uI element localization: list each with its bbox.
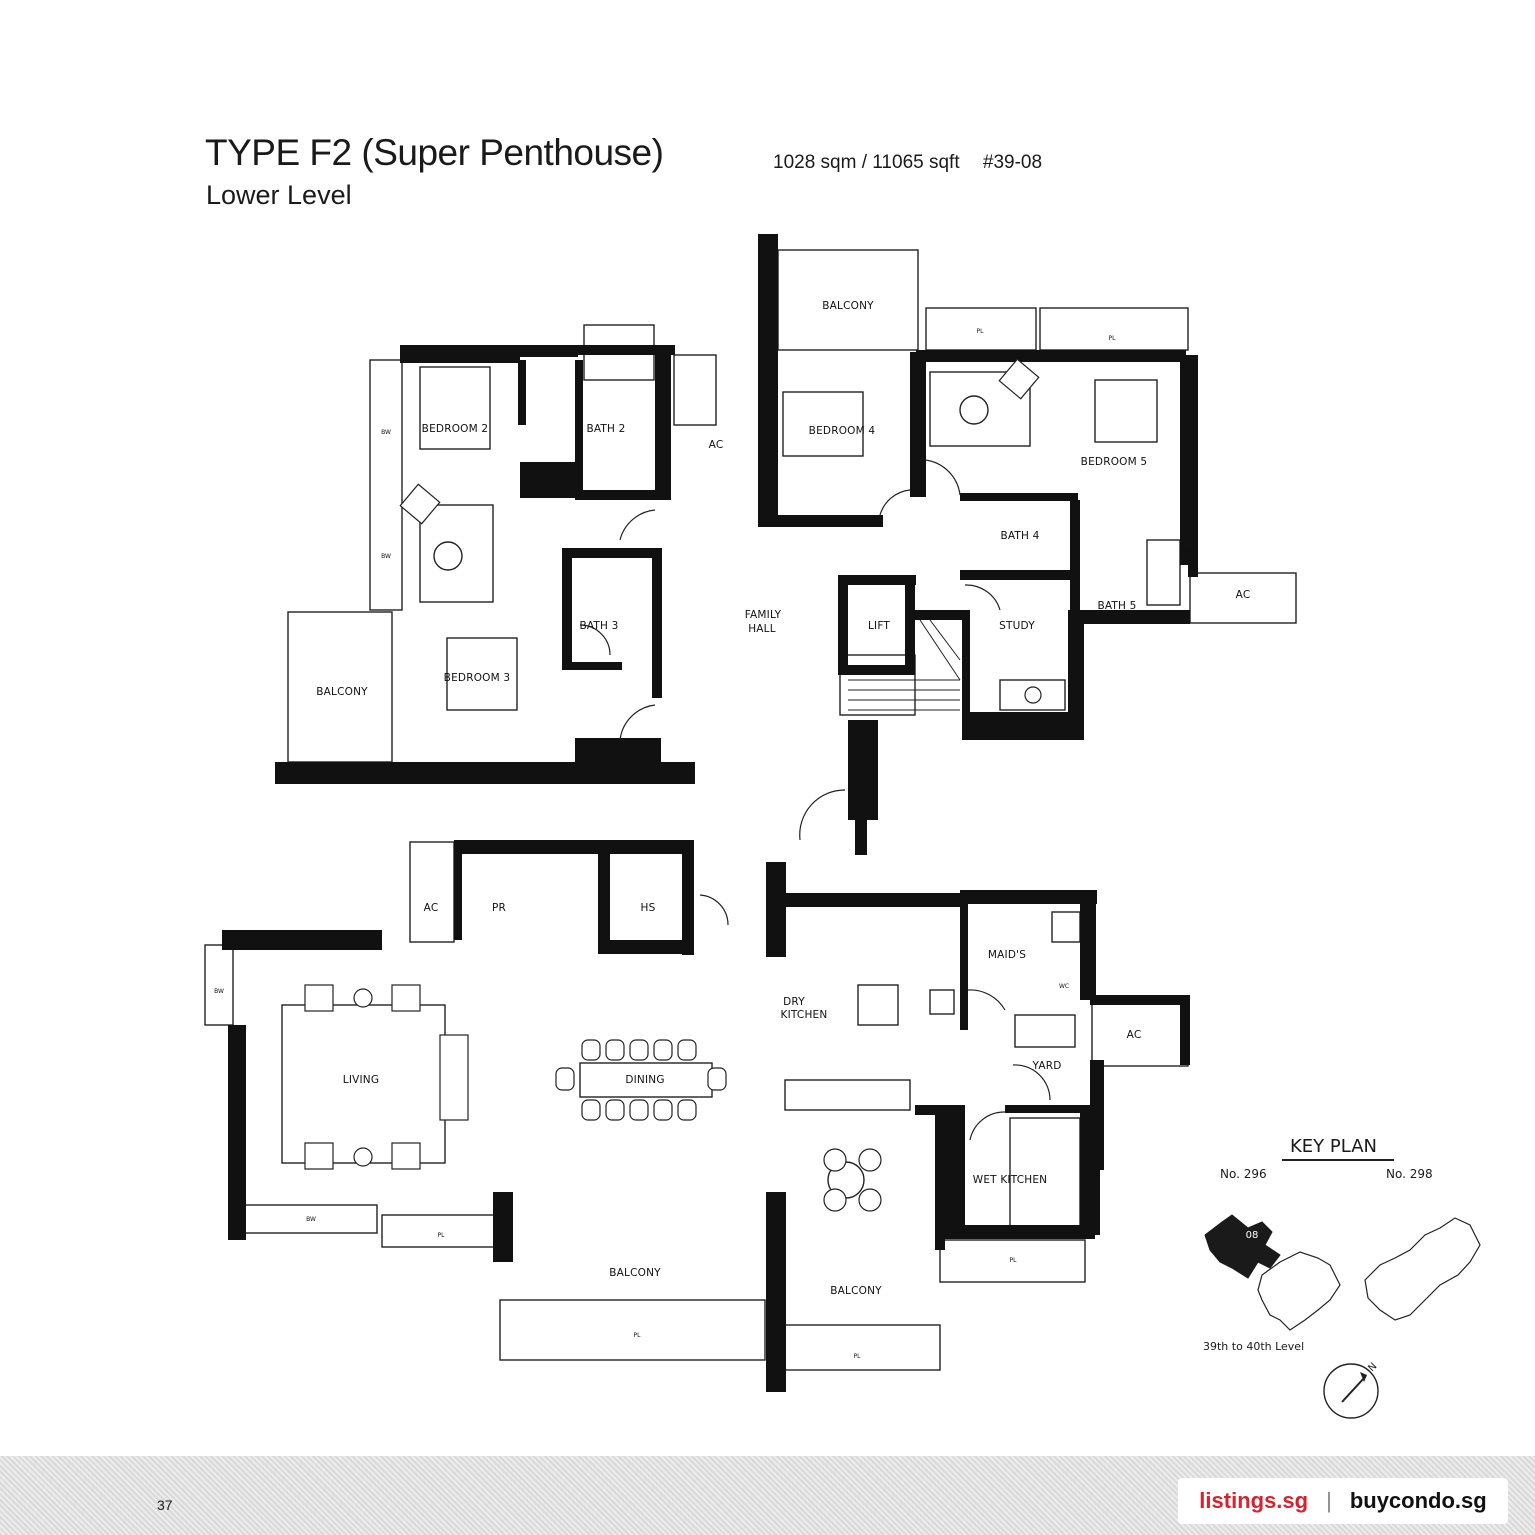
label-ac-3: AC	[424, 902, 439, 914]
label-pl-2: PL	[1109, 335, 1117, 342]
label-yard: YARD	[1032, 1060, 1062, 1072]
label-pl-4: PL	[634, 1332, 642, 1339]
label-ac-1: AC	[709, 439, 724, 451]
label-maids: MAID'S	[988, 949, 1026, 961]
label-bedroom-2: BEDROOM 2	[422, 423, 489, 435]
label-pl-3: PL	[438, 1232, 446, 1239]
key-plan-unit-marker: 08	[1246, 1230, 1259, 1241]
label-balcony-bottom-right: BALCONY	[830, 1285, 882, 1297]
label-balcony-bottom: BALCONY	[609, 1267, 661, 1279]
label-bath-2: BATH 2	[586, 423, 625, 435]
plan-subtitle: Lower Level	[206, 180, 352, 210]
area-text: 1028 sqm / 11065 sqft	[773, 152, 960, 173]
key-plan-title: KEY PLAN	[1290, 1136, 1377, 1157]
label-bw-3: BW	[1180, 547, 1190, 554]
plan-meta: 1028 sqm / 11065 sqft #39-08	[773, 152, 1060, 174]
north-label: N	[1366, 1361, 1379, 1374]
label-bedroom-5: BEDROOM 5	[1081, 456, 1148, 468]
brand-badge: listings.sg | buycondo.sg	[1178, 1478, 1508, 1524]
label-bw-4: BW	[214, 988, 224, 995]
key-plan-diagram: 08 N	[1204, 1214, 1481, 1419]
label-dry-kitchen-1: DRY	[783, 996, 805, 1008]
key-plan-levels: 39th to 40th Level	[1203, 1340, 1305, 1353]
label-pl-1: PL	[977, 328, 985, 335]
label-bw-5: BW	[306, 1216, 316, 1223]
label-lift: LIFT	[868, 620, 890, 632]
label-dry-kitchen-2: KITCHEN	[781, 1009, 828, 1021]
label-bath-5: BATH 5	[1097, 600, 1136, 612]
label-balcony-left: BALCONY	[316, 686, 368, 698]
label-bath-3: BATH 3	[579, 620, 618, 632]
label-balcony-top: BALCONY	[822, 300, 874, 312]
label-family-hall-2: HALL	[748, 623, 776, 635]
label-pr: PR	[492, 902, 506, 914]
label-bedroom-4: BEDROOM 4	[809, 425, 876, 437]
label-family-hall-1: FAMILY	[745, 609, 782, 621]
label-bedroom-3: BEDROOM 3	[444, 672, 511, 684]
label-living: LIVING	[343, 1074, 379, 1086]
unit-number: #39-08	[982, 152, 1043, 173]
plan-title: TYPE F2 (Super Penthouse)	[205, 132, 664, 173]
label-pl-5: PL	[854, 1353, 862, 1360]
label-dining: DINING	[625, 1074, 664, 1086]
label-bath-4: BATH 4	[1000, 530, 1039, 542]
label-study: STUDY	[999, 620, 1035, 632]
label-pl-6: PL	[1010, 1257, 1018, 1264]
brand-buycondo-link[interactable]: buycondo.sg	[1349, 1488, 1487, 1513]
page-number: 37	[157, 1497, 173, 1513]
label-wc: WC	[1059, 983, 1069, 990]
key-plan-underline	[1282, 1159, 1394, 1161]
key-plan-block-right: No. 298	[1386, 1167, 1433, 1181]
label-wet-kitchen: WET KITCHEN	[973, 1174, 1047, 1186]
label-ac-2: AC	[1236, 589, 1251, 601]
brand-separator: |	[1326, 1488, 1332, 1513]
brand-listings-link[interactable]: listings.sg	[1199, 1488, 1309, 1513]
label-bw-2: BW	[381, 553, 391, 560]
label-ac-4: AC	[1127, 1029, 1142, 1041]
north-arrow-icon	[1323, 1363, 1379, 1419]
key-plan-block-left: No. 296	[1220, 1167, 1267, 1181]
label-bw-1: BW	[381, 429, 391, 436]
label-hs: HS	[641, 902, 656, 914]
